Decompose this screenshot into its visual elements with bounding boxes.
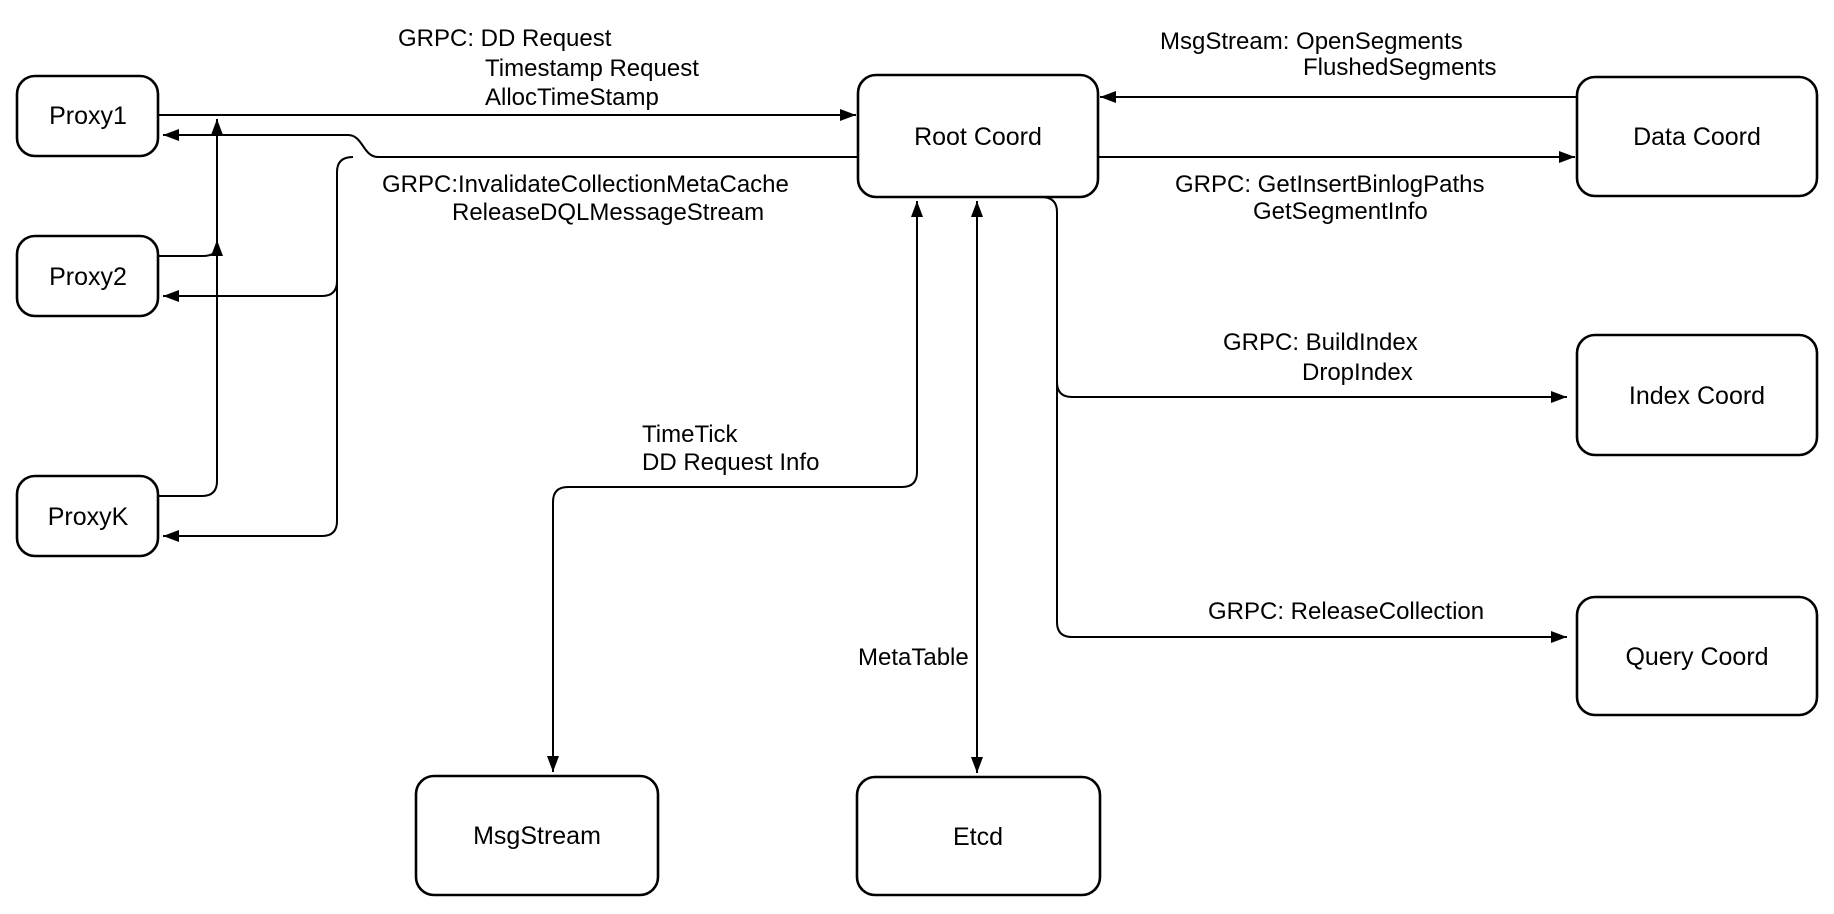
label-proxies-to-root-1: GRPC: DD Request xyxy=(398,25,612,52)
proxy2-box xyxy=(15,234,160,318)
edge-proxyk-to-rootcoord xyxy=(157,119,223,497)
query-coord-label: Query Coord xyxy=(1625,643,1768,671)
edge-rootcoord-to-querycoord xyxy=(1040,196,1567,643)
edge-rootcoord-to-proxyk xyxy=(163,260,338,542)
node-proxyk: ProxyK xyxy=(15,474,160,558)
label-data-to-root-2: FlushedSegments xyxy=(1303,54,1496,81)
node-query-coord: Query Coord xyxy=(1575,595,1819,717)
index-coord-label: Index Coord xyxy=(1629,382,1765,410)
label-proxies-to-root-3: AllocTimeStamp xyxy=(485,84,659,111)
msgstream-box xyxy=(414,774,660,897)
node-root-coord: Root Coord xyxy=(856,73,1100,199)
label-root-to-index-1: GRPC: BuildIndex xyxy=(1223,329,1418,356)
label-root-to-msgstream-2: DD Request Info xyxy=(642,449,819,476)
proxy2-label: Proxy2 xyxy=(49,263,127,291)
edge-rootcoord-to-indexcoord xyxy=(1056,381,1567,403)
node-proxy2: Proxy2 xyxy=(15,234,160,318)
edges xyxy=(157,91,1577,773)
node-etcd: Etcd xyxy=(855,775,1102,897)
label-data-to-root-1: MsgStream: OpenSegments xyxy=(1160,28,1463,55)
node-data-coord: Data Coord xyxy=(1575,75,1819,198)
proxyk-label: ProxyK xyxy=(48,503,129,531)
label-root-to-proxies-1: GRPC:InvalidateCollectionMetaCache xyxy=(382,171,789,198)
label-root-to-msgstream-1: TimeTick xyxy=(642,421,739,448)
node-msgstream: MsgStream xyxy=(414,774,660,897)
label-root-to-etcd-1: MetaTable xyxy=(858,644,969,671)
index-coord-box xyxy=(1575,333,1819,457)
msgstream-label: MsgStream xyxy=(473,822,601,850)
label-root-to-data-2: GetSegmentInfo xyxy=(1253,198,1428,225)
data-coord-label: Data Coord xyxy=(1633,123,1761,151)
proxy1-label: Proxy1 xyxy=(49,102,127,130)
label-root-to-query-1: GRPC: ReleaseCollection xyxy=(1208,598,1484,625)
etcd-label: Etcd xyxy=(953,823,1003,851)
edge-proxy2-to-rootcoord xyxy=(157,240,223,257)
proxyk-box xyxy=(15,474,160,558)
proxy1-box xyxy=(15,74,160,158)
label-root-to-proxies-2: ReleaseDQLMessageStream xyxy=(452,199,764,226)
label-root-to-index-2: DropIndex xyxy=(1302,359,1413,386)
edge-rootcoord-to-msgstream xyxy=(547,201,923,772)
edge-rootcoord-to-proxy2 xyxy=(163,156,354,302)
label-proxies-to-root-2: Timestamp Request xyxy=(485,55,699,82)
label-root-to-data-1: GRPC: GetInsertBinlogPaths xyxy=(1175,171,1484,198)
data-coord-box xyxy=(1575,75,1819,198)
edge-rootcoord-to-proxy1 xyxy=(163,129,858,158)
node-proxy1: Proxy1 xyxy=(15,74,160,158)
etcd-box xyxy=(855,775,1102,897)
root-coord-box xyxy=(856,73,1100,199)
node-index-coord: Index Coord xyxy=(1575,333,1819,457)
nodes: Proxy1 Proxy2 ProxyK Root Coord Data Coo… xyxy=(15,73,1819,897)
query-coord-box xyxy=(1575,595,1819,717)
root-coord-label: Root Coord xyxy=(914,123,1042,151)
edge-labels: GRPC: DD Request Timestamp Request Alloc… xyxy=(382,25,1496,671)
